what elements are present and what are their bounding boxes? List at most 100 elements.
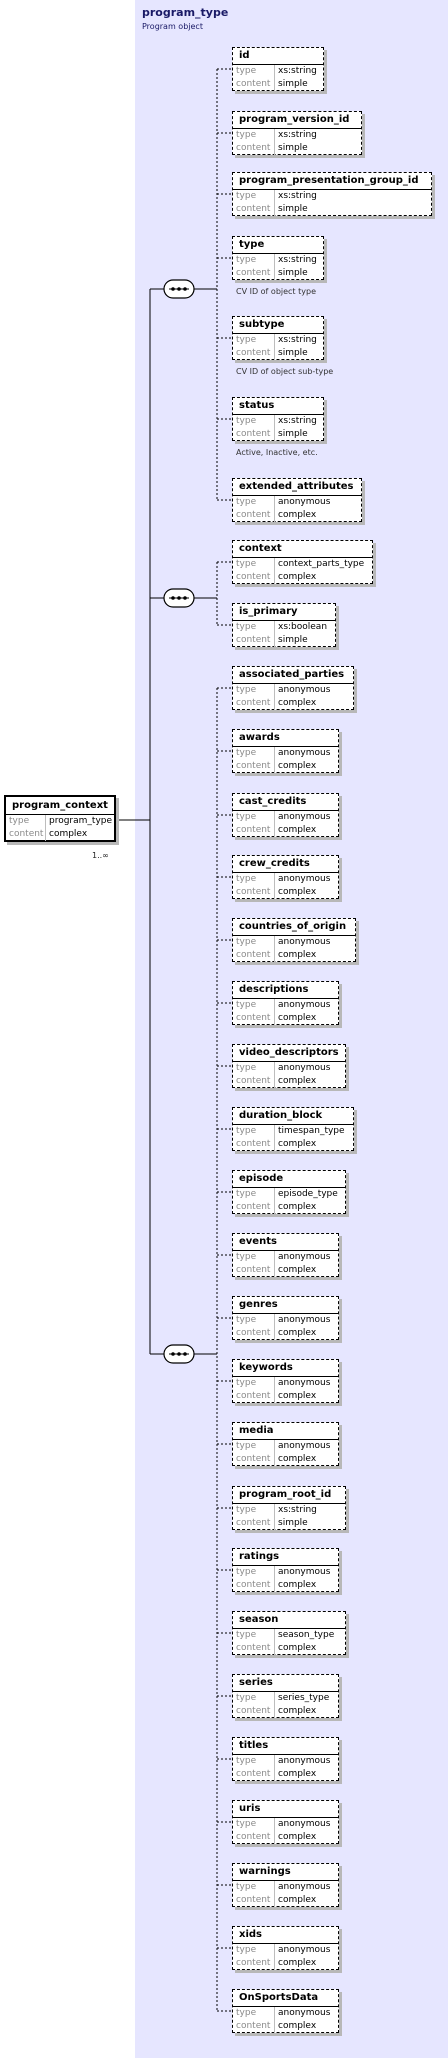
content-value: complex <box>278 1832 317 1842</box>
sequence-dot <box>177 287 181 291</box>
sequence-dot <box>171 596 175 600</box>
content-value: simple <box>278 268 308 278</box>
content-value: complex <box>278 698 317 708</box>
content-label: content <box>233 267 275 280</box>
element-annotation: CV ID of object sub-type <box>236 367 334 376</box>
type-label: type <box>233 811 275 824</box>
content-label: content <box>233 1453 275 1466</box>
type-label: type <box>233 936 275 949</box>
content-label: content <box>233 760 275 773</box>
type-label: type <box>233 873 275 886</box>
element-name: extended_attributes <box>233 479 361 496</box>
root-element-box[interactable]: program_context type program_type conten… <box>4 795 116 842</box>
type-label: type <box>233 190 275 203</box>
type-label: type <box>233 1566 275 1579</box>
content-label: content <box>233 1579 275 1592</box>
element-name: genres <box>233 1297 338 1314</box>
root-type-row: type program_type <box>6 815 114 828</box>
content-value: complex <box>278 1265 317 1275</box>
content-value: complex <box>278 825 317 835</box>
content-label: content <box>233 347 275 360</box>
type-value: anonymous <box>278 1756 331 1766</box>
content-value: complex <box>278 1706 317 1716</box>
content-label: content <box>233 1957 275 1970</box>
sequence-dot <box>177 1352 181 1356</box>
content-label: content <box>233 886 275 899</box>
type-label: type <box>233 621 275 634</box>
type-label: type <box>233 1314 275 1327</box>
content-value: complex <box>278 510 317 520</box>
content-value: complex <box>278 950 317 960</box>
content-value: complex <box>278 1391 317 1401</box>
root-cardinality: 1..∞ <box>92 851 109 860</box>
element-name: status <box>233 398 323 415</box>
type-label: type <box>233 684 275 697</box>
type-label: type <box>233 1125 275 1138</box>
root-type-value: program_type <box>49 816 113 826</box>
element-name: duration_block <box>233 1108 353 1125</box>
content-value: simple <box>278 348 308 358</box>
content-value: simple <box>278 429 308 439</box>
content-label: content <box>233 1138 275 1151</box>
content-value: complex <box>278 1013 317 1023</box>
content-label: content <box>233 142 275 155</box>
content-value: complex <box>278 1202 317 1212</box>
sequence-dot <box>183 287 187 291</box>
type-value: anonymous <box>278 1567 331 1577</box>
content-value: simple <box>278 1518 308 1528</box>
element-name: xids <box>233 1927 338 1944</box>
element-name: countries_of_origin <box>233 919 355 936</box>
type-label: type <box>233 129 275 142</box>
diagram-title: program_type <box>142 6 229 19</box>
content-value: complex <box>278 1643 317 1653</box>
type-label: type <box>233 1251 275 1264</box>
element-name: is_primary <box>233 604 335 621</box>
content-value: complex <box>278 761 317 771</box>
